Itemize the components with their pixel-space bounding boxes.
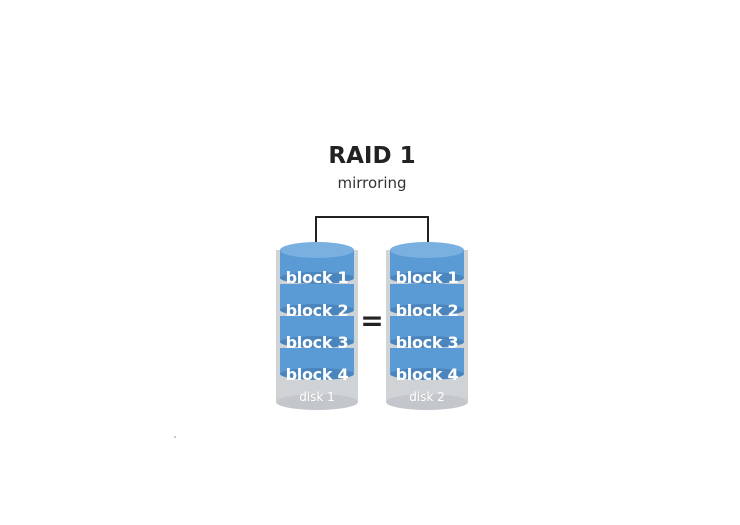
disk-label: disk 1 (299, 390, 335, 404)
disk-block-2: block 2 (390, 284, 464, 320)
block-label: block 2 (396, 301, 459, 320)
equals-sign: = (360, 304, 383, 337)
block-label: block 2 (286, 301, 349, 320)
block-label: block 1 (286, 268, 349, 287)
diagram-title: RAID 1 (328, 143, 415, 169)
block-label: block 3 (396, 333, 459, 352)
disk-block-2: block 2 (280, 284, 354, 320)
disk-2: block 1 block 2 block 3 block 4 disk 2 (386, 242, 468, 410)
disk-block-1: block 1 (390, 242, 464, 287)
stray-dot (174, 436, 176, 438)
block-label: block 1 (396, 268, 459, 287)
disk-block-4: block 4 (280, 348, 354, 384)
disk-block-4: block 4 (390, 348, 464, 384)
disk-label: disk 2 (409, 390, 445, 404)
diagram-subtitle: mirroring (337, 174, 406, 192)
block-label: block 4 (286, 365, 349, 384)
disk-block-3: block 3 (390, 316, 464, 352)
block-label: block 3 (286, 333, 349, 352)
disk-block-1: block 1 (280, 242, 354, 287)
block-label: block 4 (396, 365, 459, 384)
disk-1: block 1 block 2 block 3 block 4 disk 1 (276, 242, 358, 410)
disk-block-3: block 3 (280, 316, 354, 352)
mirror-connector (315, 216, 429, 250)
